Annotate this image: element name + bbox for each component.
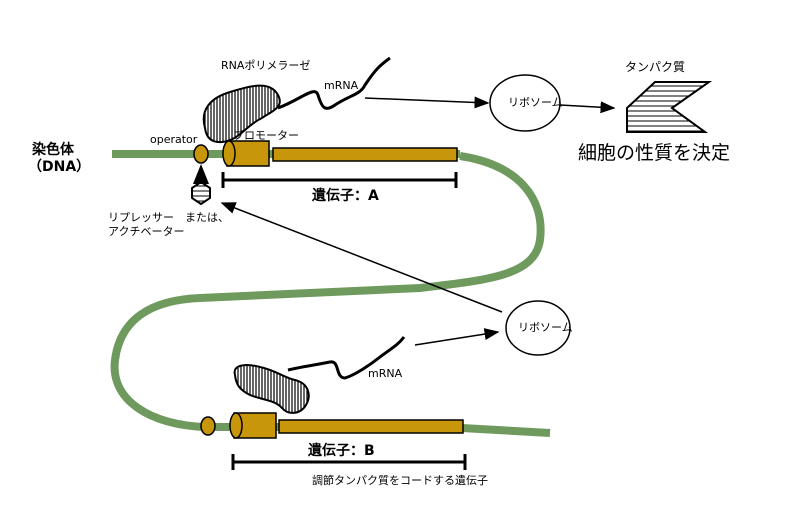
- promoter-label: プロモーター: [233, 129, 299, 142]
- gene-a-label: 遺伝子：A: [312, 188, 379, 204]
- rna-polymerase-label: RNAポリメラーゼ: [221, 59, 311, 72]
- mrna-a-strand: [277, 56, 391, 110]
- mrna-b-label: mRNA: [368, 367, 403, 380]
- ribosome-a-circle: [489, 74, 561, 132]
- protein-label: タンパク質: [625, 60, 686, 74]
- operator-a: [193, 144, 209, 164]
- gene-b-label: 遺伝子：B: [308, 443, 375, 459]
- promoter-b-end: [229, 412, 243, 439]
- gene-a-bar: [272, 147, 458, 162]
- chromosome-label: 染色体: [32, 142, 74, 158]
- dna-strand: [110, 150, 551, 437]
- ribosome-b-circle: [505, 300, 571, 356]
- gene-b-bar: [278, 419, 464, 434]
- ribosome-a-label: リボソーム: [508, 96, 563, 109]
- mrna-b-strand: [287, 336, 406, 380]
- rna-polymerase-a-shape: [202, 84, 281, 144]
- ribosome-to-repressor-arrow: [220, 202, 503, 313]
- mrna-to-ribosome-b-arrow: [414, 328, 500, 346]
- repressor-label-line2: アクチベーター: [108, 225, 185, 238]
- cell-property-label: 細胞の性質を決定: [578, 142, 731, 164]
- repressor-label-line1: リプレッサー または、: [108, 211, 229, 224]
- protein-shape: [626, 81, 713, 133]
- rna-polymerase-b-shape: [233, 364, 310, 414]
- operator-label: operator: [150, 133, 198, 146]
- mrna-a-label: mRNA: [324, 79, 359, 92]
- repressor-hexagon: [191, 180, 211, 206]
- mrna-to-ribosome-a-arrow: [364, 96, 490, 109]
- gene-b-description: 調節タンパク質をコードする遺伝子: [312, 474, 488, 487]
- operator-b: [200, 416, 216, 436]
- promoter-a-end: [222, 140, 236, 167]
- ribosome-b-label: リボソーム: [518, 321, 573, 334]
- ribosome-to-protein-arrow: [559, 101, 616, 114]
- chromosome-label-dna: （DNA）: [28, 159, 91, 175]
